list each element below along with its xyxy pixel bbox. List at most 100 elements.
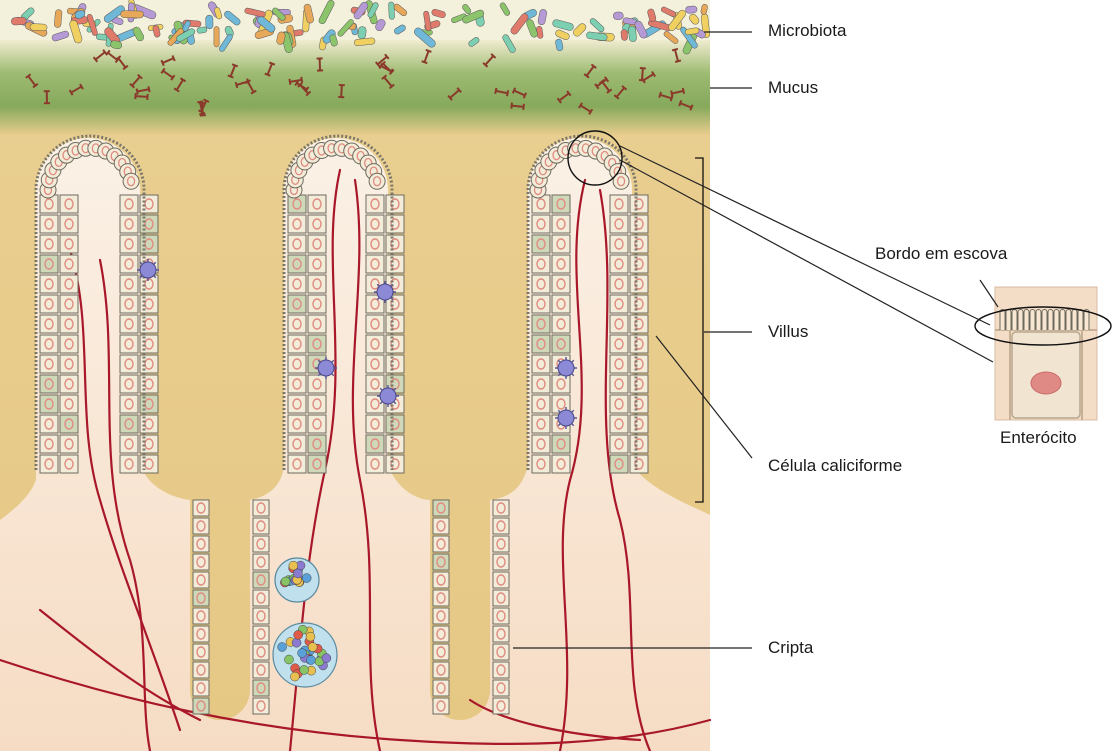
enterocyte xyxy=(40,215,58,233)
enterocyte xyxy=(532,395,550,413)
lymphocyte xyxy=(281,577,290,586)
enterocyte xyxy=(288,415,306,433)
dendritic-cell xyxy=(137,259,159,281)
lymphocyte xyxy=(322,654,331,663)
enterocyte xyxy=(40,295,58,313)
goblet-cell xyxy=(552,335,570,353)
enterocyte xyxy=(366,255,384,273)
enterocyte xyxy=(120,295,138,313)
label-mucus: Mucus xyxy=(768,78,818,98)
enterocyte xyxy=(532,355,550,373)
microvillus xyxy=(1078,310,1083,331)
enterocyte xyxy=(308,215,326,233)
enterocyte xyxy=(552,375,570,393)
enterocyte xyxy=(308,255,326,273)
label-enterocito: Enterócito xyxy=(1000,428,1077,448)
enterocyte xyxy=(120,315,138,333)
enterocyte xyxy=(60,395,78,413)
goblet-cell xyxy=(366,435,384,453)
enterocyte-inset xyxy=(975,287,1111,420)
enterocyte xyxy=(610,395,628,413)
enterocyte xyxy=(532,455,550,473)
enterocyte xyxy=(366,415,384,433)
label-villus: Villus xyxy=(768,322,808,342)
enterocyte xyxy=(610,335,628,353)
enterocyte xyxy=(60,455,78,473)
enterocyte xyxy=(532,215,550,233)
goblet-cell xyxy=(40,375,58,393)
enterocyte xyxy=(552,215,570,233)
enterocyte xyxy=(308,315,326,333)
lymphocyte xyxy=(300,665,309,674)
brush-border-microvilli xyxy=(1000,310,1089,331)
enterocyte xyxy=(288,355,306,373)
enterocyte xyxy=(386,355,404,373)
bacterium xyxy=(388,2,394,20)
enterocyte xyxy=(630,255,648,273)
enterocyte xyxy=(60,355,78,373)
enterocyte xyxy=(60,215,78,233)
enterocyte xyxy=(610,435,628,453)
goblet-cell xyxy=(610,455,628,473)
enterocyte xyxy=(288,315,306,333)
enterocyte xyxy=(288,275,306,293)
enterocyte xyxy=(610,315,628,333)
enterocyte xyxy=(366,195,384,213)
enterocyte xyxy=(366,215,384,233)
goblet-cell xyxy=(288,295,306,313)
lymphocyte xyxy=(278,642,287,651)
microvillus xyxy=(1030,310,1035,331)
enterocyte xyxy=(60,315,78,333)
goblet-cell xyxy=(308,335,326,353)
enterocyte xyxy=(366,335,384,353)
dendritic-cell xyxy=(555,407,577,429)
enterocyte xyxy=(386,235,404,253)
enterocyte xyxy=(60,435,78,453)
enterocyte xyxy=(120,215,138,233)
lymphocyte xyxy=(290,672,299,681)
enterocyte xyxy=(630,335,648,353)
enterocyte xyxy=(120,275,138,293)
enterocyte xyxy=(120,335,138,353)
dendritic-cell xyxy=(377,385,399,407)
lymphocyte xyxy=(293,569,302,578)
goblet-cell xyxy=(288,255,306,273)
enterocyte xyxy=(610,375,628,393)
enterocyte xyxy=(552,255,570,273)
enterocyte xyxy=(366,235,384,253)
microvillus xyxy=(1054,310,1059,331)
microvillus xyxy=(1018,310,1023,331)
label-bordo-em-escova: Bordo em escova xyxy=(875,244,1007,264)
enterocyte xyxy=(120,435,138,453)
goblet-cell xyxy=(552,435,570,453)
enterocyte xyxy=(630,315,648,333)
enterocyte xyxy=(610,255,628,273)
microvillus xyxy=(1006,310,1011,331)
microvillus xyxy=(1072,310,1077,331)
enterocyte xyxy=(630,355,648,373)
enterocyte xyxy=(60,235,78,253)
bacterium xyxy=(206,15,213,29)
enterocyte xyxy=(120,235,138,253)
lymphocyte xyxy=(294,630,303,639)
label-celula-caliciforme: Célula caliciforme xyxy=(768,456,902,476)
enterocyte xyxy=(120,395,138,413)
bacterium xyxy=(358,26,367,39)
enterocyte xyxy=(60,255,78,273)
enterocyte xyxy=(610,195,628,213)
enterocyte xyxy=(120,195,138,213)
enterocyte xyxy=(40,315,58,333)
enterocyte xyxy=(630,415,648,433)
enterocyte xyxy=(630,395,648,413)
goblet-cell xyxy=(386,415,404,433)
enterocyte xyxy=(123,173,139,189)
goblet-cell xyxy=(120,415,138,433)
label-microbiota: Microbiota xyxy=(768,21,846,41)
microvillus xyxy=(1042,310,1047,331)
enterocyte xyxy=(366,355,384,373)
enterocyte xyxy=(532,275,550,293)
microvillus xyxy=(1000,310,1005,331)
enterocyte xyxy=(288,375,306,393)
enterocyte xyxy=(630,215,648,233)
